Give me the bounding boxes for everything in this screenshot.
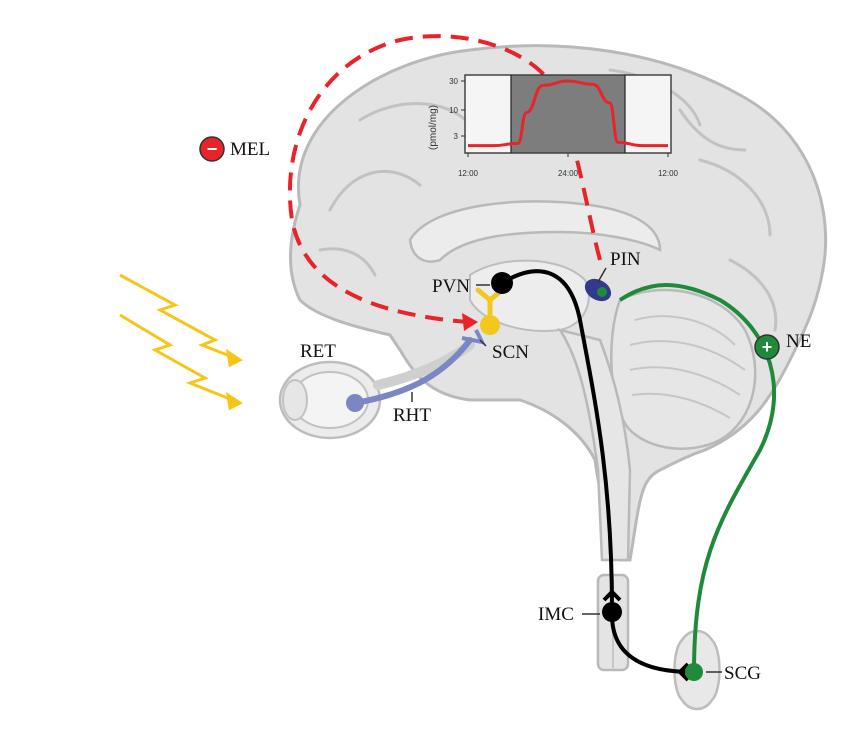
pineal-node bbox=[584, 278, 612, 302]
melatonin-inset-chart: 30 10 3 12:00 24:00 12:00 (pmol/mg) bbox=[428, 74, 679, 178]
x-tick-12-start: 12:00 bbox=[458, 169, 479, 178]
rht-label: RHT bbox=[393, 405, 431, 426]
imc-synapse bbox=[602, 589, 622, 602]
eye bbox=[278, 360, 382, 440]
ne-label: NE bbox=[786, 331, 811, 352]
y-tick-30: 30 bbox=[449, 77, 458, 86]
chart-dark-period bbox=[511, 75, 625, 153]
ne-plus-icon: + bbox=[754, 334, 780, 360]
imc-label: IMC bbox=[538, 604, 574, 625]
scg-synapse bbox=[677, 662, 690, 682]
scg-label: SCG bbox=[724, 663, 761, 684]
pvn-node bbox=[491, 272, 513, 294]
scn-node bbox=[475, 287, 505, 335]
ret-label: RET bbox=[300, 341, 336, 362]
brainstem bbox=[557, 328, 632, 562]
ne-plus-sign: + bbox=[762, 337, 773, 357]
mel-arrowhead bbox=[462, 313, 478, 331]
mel-label: MEL bbox=[230, 139, 270, 160]
leader-lines bbox=[411, 267, 722, 673]
pvn-label: PVN bbox=[432, 276, 470, 297]
light-icon bbox=[119, 273, 243, 411]
chart-y-ticks bbox=[461, 80, 465, 137]
retina-node bbox=[346, 394, 364, 412]
mel-minus-sign: − bbox=[207, 139, 218, 159]
mel-minus-icon: − bbox=[199, 136, 225, 162]
imc-node bbox=[602, 602, 622, 622]
scn-label: SCN bbox=[492, 342, 529, 363]
pvn-imc-pathway bbox=[500, 269, 614, 611]
chart-x-ticks bbox=[467, 153, 669, 157]
pin-label: PIN bbox=[610, 249, 641, 270]
y-tick-3: 3 bbox=[454, 132, 459, 141]
scg-node bbox=[685, 663, 703, 681]
corpus-callosum bbox=[408, 200, 662, 263]
melatonin-series-line bbox=[467, 79, 668, 148]
y-tick-10: 10 bbox=[449, 106, 458, 115]
x-tick-24: 24:00 bbox=[558, 169, 579, 178]
rht-pathway bbox=[352, 337, 473, 406]
x-tick-12-end: 12:00 bbox=[658, 169, 679, 178]
chart-y-axis-label: (pmol/mg) bbox=[428, 105, 439, 150]
ne-pathway bbox=[618, 283, 776, 673]
